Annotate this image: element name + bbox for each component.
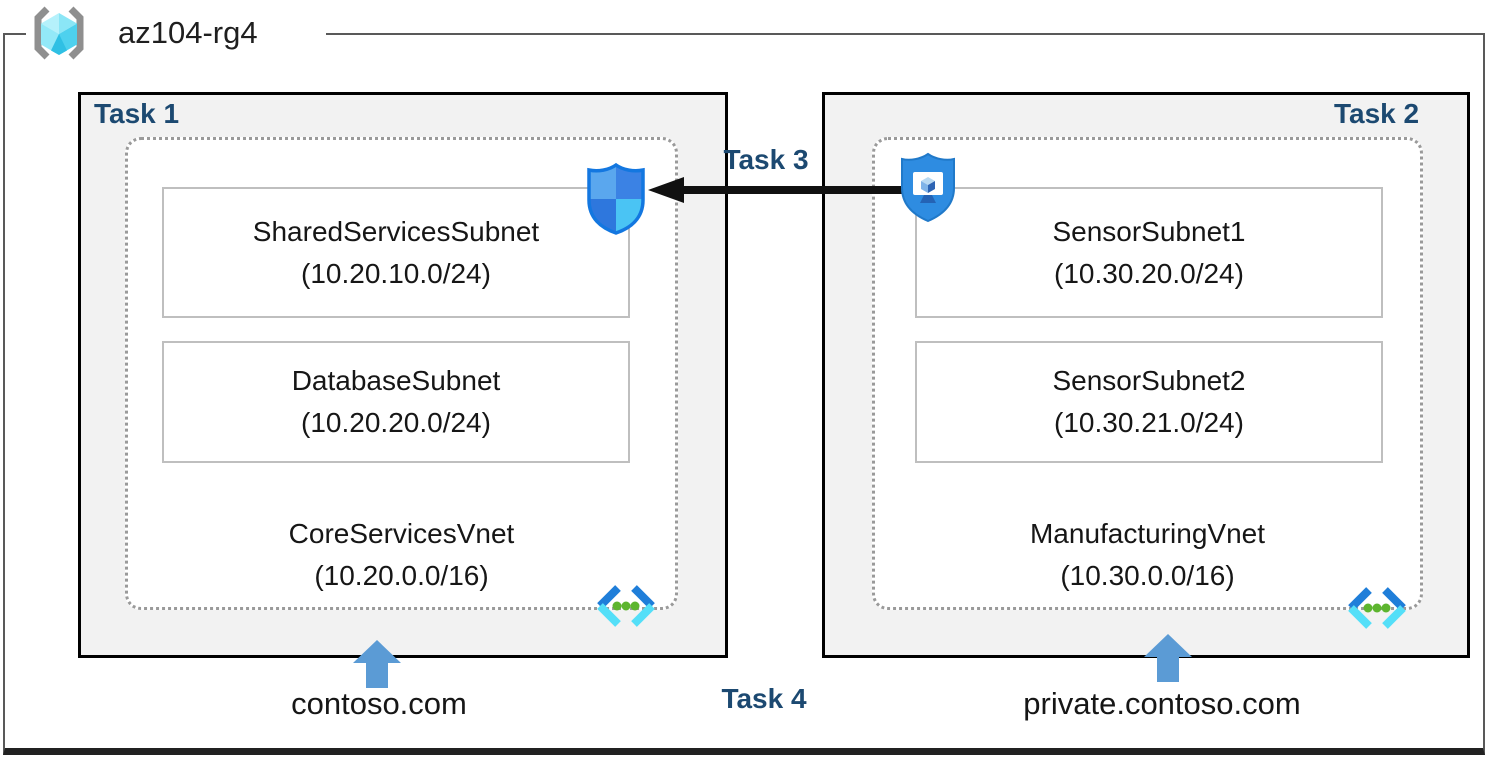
subnet-cidr: (10.20.10.0/24)	[301, 257, 491, 289]
resource-group-icon	[34, 6, 84, 60]
task1-label: Task 1	[94, 98, 180, 129]
subnet-cidr: (10.20.20.0/24)	[301, 407, 491, 438]
vnet-name: CoreServicesVnet	[288, 518, 515, 549]
virtual-network-icon	[1348, 587, 1406, 629]
application-security-group-icon	[901, 152, 955, 223]
up-arrow-icon	[1144, 634, 1192, 682]
virtual-network-icon	[597, 585, 655, 627]
subnet-name: SensorSubnet1	[1052, 215, 1246, 247]
up-arrow-shaft	[1157, 657, 1179, 682]
task2-label: Task 2	[1334, 98, 1420, 129]
subnet-name: SensorSubnet2	[1052, 365, 1246, 396]
contoso-dns-label: contoso.com	[291, 686, 467, 721]
task3-label: Task 3	[723, 144, 809, 175]
subnet-cidr: (10.30.21.0/24)	[1054, 407, 1244, 438]
up-arrow-head	[353, 640, 401, 663]
up-arrow-icon	[353, 640, 401, 688]
shared-services-subnet-box: SharedServicesSubnet (10.20.10.0/24)	[162, 187, 630, 318]
manufacturing-vnet-label: ManufacturingVnet (10.30.0.0/16)	[872, 513, 1423, 597]
task4-label: Task 4	[721, 683, 807, 714]
private-contoso-dns-label: private.contoso.com	[1023, 686, 1301, 721]
resource-group-header: az104-rg4	[26, 0, 326, 66]
resource-group-frame	[3, 33, 1485, 755]
vnet-cidr: (10.20.0.0/16)	[314, 560, 489, 591]
database-subnet-box: DatabaseSubnet (10.20.20.0/24)	[162, 341, 630, 463]
vnet-name: ManufacturingVnet	[1029, 518, 1266, 549]
up-arrow-head	[1144, 634, 1192, 657]
resource-group-name: az104-rg4	[118, 15, 258, 50]
subnet-name: SharedServicesSubnet	[252, 215, 540, 247]
task3-arrow	[648, 177, 902, 203]
sensor-subnet2-box: SensorSubnet2 (10.30.21.0/24)	[915, 341, 1383, 463]
subnet-cidr: (10.30.20.0/24)	[1054, 257, 1244, 289]
up-arrow-shaft	[366, 663, 388, 688]
core-services-vnet-label: CoreServicesVnet (10.20.0.0/16)	[125, 513, 678, 597]
sensor-subnet1-box: SensorSubnet1 (10.30.20.0/24)	[915, 187, 1383, 318]
vnet-cidr: (10.30.0.0/16)	[1060, 560, 1235, 591]
subnet-name: DatabaseSubnet	[291, 365, 501, 396]
network-security-group-icon	[587, 162, 645, 235]
arrow-shaft	[676, 186, 902, 194]
